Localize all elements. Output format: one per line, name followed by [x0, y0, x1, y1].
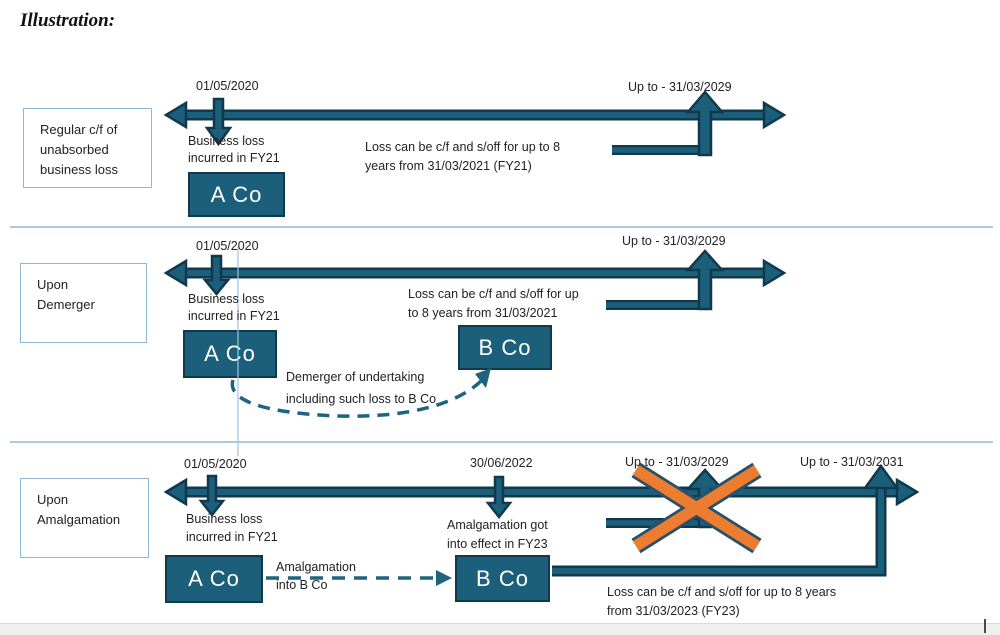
- note-label: Loss can be c/f and s/off for up to 8 ye…: [408, 287, 579, 320]
- section-divider: [10, 226, 993, 228]
- upto-label: Up to - 31/03/2031: [800, 455, 904, 469]
- timeline-arrow-regular: [163, 100, 787, 130]
- date-marker-down-arrow-icon: [202, 254, 231, 296]
- section-label-regular: Regular c/f of unabsorbed business loss: [23, 108, 152, 188]
- elbow-up-arrow-crossed: [606, 468, 725, 529]
- company-label: A Co: [204, 341, 256, 366]
- section-label-amalgamation: Upon Amalgamation: [20, 478, 149, 558]
- company-label: B Co: [478, 334, 532, 360]
- event-label: Business loss incurred in FY21: [188, 292, 280, 323]
- upto-label-crossed: Up to - 31/03/2029: [625, 455, 729, 469]
- timeline-arrow-amalgamation: [163, 477, 920, 507]
- bottom-strip: [0, 623, 1000, 635]
- event-label: Amalgamation got into effect in FY23: [447, 518, 548, 551]
- crossed-out-x-icon: [631, 462, 762, 554]
- routed-up-arrow-2031: [552, 463, 900, 577]
- elbow-up-arrow-demerger: [606, 249, 725, 311]
- timeline-arrow-demerger: [163, 258, 787, 288]
- section-divider: [10, 441, 993, 443]
- date-marker-down-arrow-icon: [485, 475, 513, 520]
- company-box-b-co-amalgamation: B Co: [455, 555, 550, 602]
- company-box-a-co-demerger: A Co: [183, 330, 277, 378]
- page-title: Illustration:: [20, 10, 116, 31]
- transfer-label: Demerger of undertaking including such l…: [286, 370, 437, 406]
- date-label: 01/05/2020: [196, 79, 259, 93]
- date-label: 01/05/2020: [184, 457, 247, 471]
- company-box-b-co-demerger: B Co: [458, 325, 552, 370]
- event-label: Business loss incurred in FY21: [188, 134, 280, 165]
- elbow-up-arrow-regular: [612, 90, 725, 157]
- company-label: B Co: [476, 565, 529, 591]
- company-box-a-co-amalgamation: A Co: [165, 555, 263, 603]
- company-label: A Co: [188, 566, 240, 591]
- note-label: Loss can be c/f and s/off for up to 8 ye…: [607, 585, 837, 618]
- date-label: 30/06/2022: [470, 456, 533, 470]
- section-label-demerger: Upon Demerger: [20, 263, 147, 343]
- upto-label: Up to - 31/03/2029: [622, 234, 726, 248]
- company-label: A Co: [210, 181, 263, 207]
- transfer-label: Amalgamation into B Co: [276, 560, 356, 592]
- date-label: 01/05/2020: [196, 239, 259, 253]
- text-cursor-mark: [984, 619, 986, 633]
- event-label: Business loss incurred in FY21: [186, 512, 278, 544]
- note-label: Loss can be c/f and s/off for up to 8 ye…: [365, 140, 561, 173]
- company-box-a-co-regular: A Co: [188, 172, 285, 217]
- upto-label: Up to - 31/03/2029: [628, 80, 732, 94]
